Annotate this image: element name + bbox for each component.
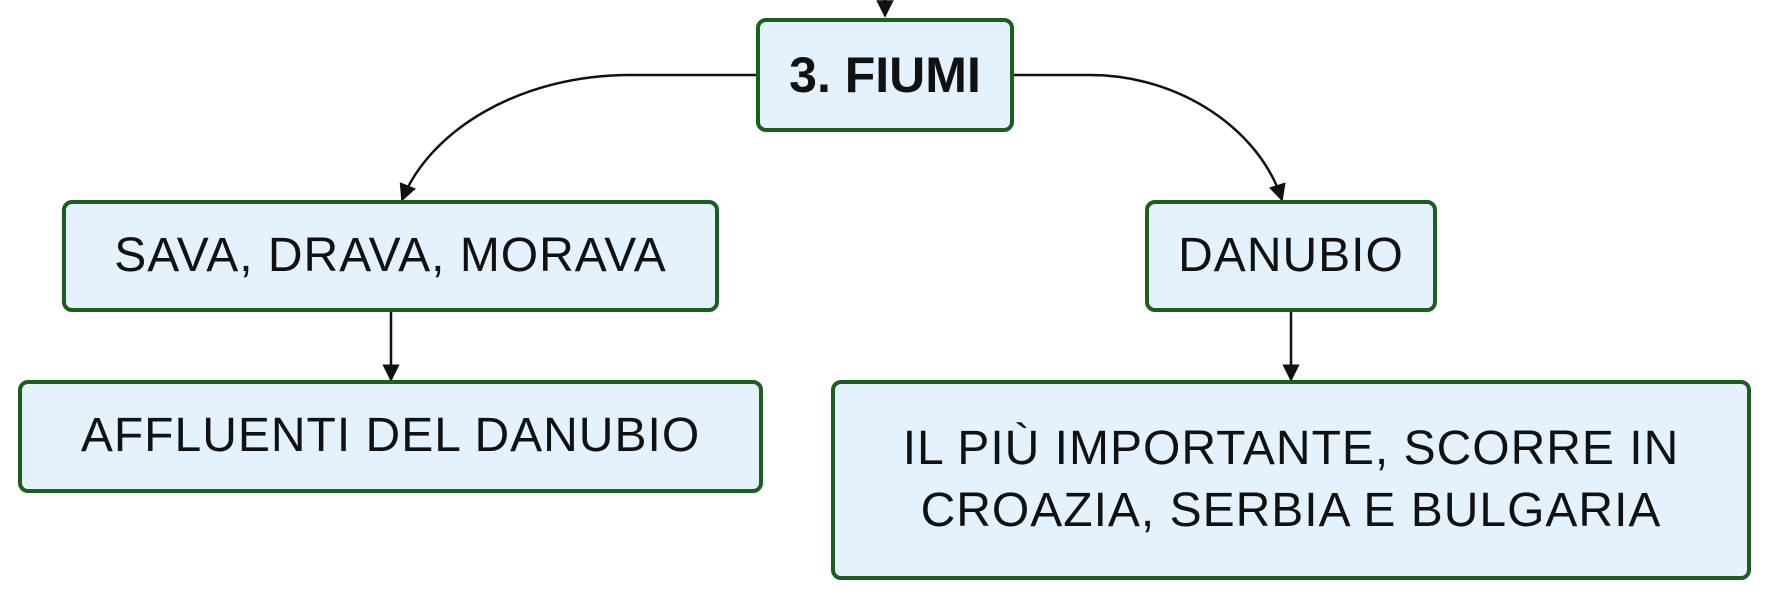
right-branch-label: DANUBIO	[1178, 228, 1404, 282]
root-node-label: 3. FIUMI	[789, 46, 981, 103]
left-branch-node: SAVA, DRAVA, MORAVA	[62, 200, 719, 312]
left-branch-label: SAVA, DRAVA, MORAVA	[114, 228, 667, 282]
root-node-fiumi: 3. FIUMI	[756, 18, 1014, 132]
left-child-node: AFFLUENTI DEL DANUBIO	[18, 380, 763, 493]
right-child-line-2: CROAZIA, SERBIA E BULGARIA	[920, 484, 1662, 537]
right-child-line-1: IL PIÙ IMPORTANTE, SCORRE IN	[902, 421, 1680, 475]
right-branch-node: DANUBIO	[1145, 200, 1437, 312]
connector-root-to-left-branch	[399, 73, 756, 202]
right-child-node: IL PIÙ IMPORTANTE, SCORRE IN CROAZIA, SE…	[831, 380, 1751, 580]
connector-root-to-right-branch	[1014, 73, 1286, 202]
left-child-label: AFFLUENTI DEL DANUBIO	[80, 409, 701, 463]
